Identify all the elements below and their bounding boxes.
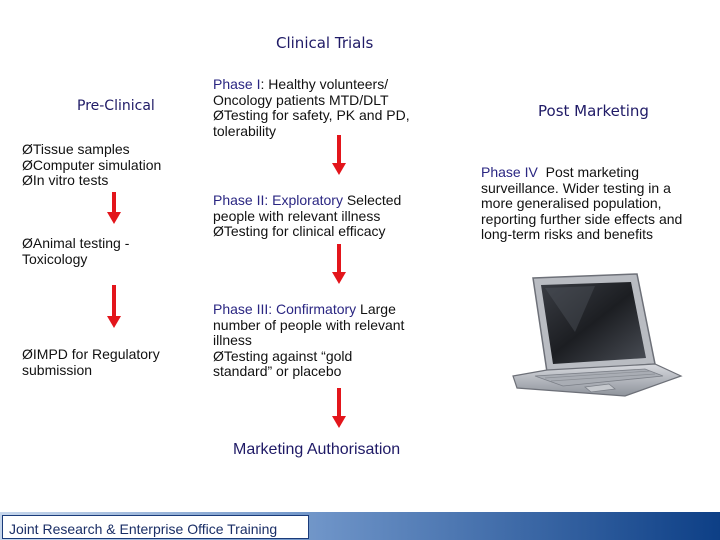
- text-line: ØTesting for clinical efficacy: [213, 224, 401, 240]
- phase-3-block: Phase III: Confirmatory Large number of …: [213, 302, 404, 380]
- text-line: ØIMPD for Regulatory: [22, 347, 160, 363]
- text-line: reporting further side effects and: [481, 212, 682, 228]
- phase-2-desc: Selected: [343, 192, 401, 208]
- text-line: more generalised population,: [481, 196, 682, 212]
- phase-2-label: Phase II: Exploratory: [213, 192, 343, 208]
- marketing-authorisation: Marketing Authorisation: [233, 441, 400, 459]
- arrow-down-icon: [332, 135, 346, 175]
- text-line: standard” or placebo: [213, 364, 404, 380]
- text-line: ØTesting against “gold: [213, 349, 404, 365]
- text-line: long-term risks and benefits: [481, 227, 682, 243]
- footer-bar: Joint Research & Enterprise Office Train…: [0, 512, 720, 540]
- phase-4-block: Phase IV Post marketing surveillance. Wi…: [481, 165, 682, 243]
- phase-4-label: Phase IV: [481, 164, 538, 180]
- pre-clinical-animal-testing: ØAnimal testing - Toxicology: [22, 236, 129, 267]
- pre-clinical-impd: ØIMPD for Regulatory submission: [22, 347, 160, 378]
- footer-text: Joint Research & Enterprise Office Train…: [9, 521, 277, 537]
- phase-4-desc: Post marketing: [538, 164, 639, 180]
- pre-clinical-heading: Pre-Clinical: [77, 98, 155, 114]
- text-line: Phase II: Exploratory Selected: [213, 193, 401, 209]
- text-line: ØIn vitro tests: [22, 173, 161, 189]
- arrow-down-icon: [107, 285, 121, 328]
- text-line: number of people with relevant: [213, 318, 404, 334]
- laptop-icon: [505, 272, 685, 402]
- arrow-down-icon: [332, 244, 346, 284]
- text-line: Phase IV Post marketing: [481, 165, 682, 181]
- text-line: Toxicology: [22, 252, 129, 268]
- phase-2-block: Phase II: Exploratory Selected people wi…: [213, 193, 401, 240]
- phase-3-label: Phase III: Confirmatory: [213, 301, 356, 317]
- footer-box: Joint Research & Enterprise Office Train…: [2, 515, 309, 539]
- post-marketing-heading: Post Marketing: [538, 102, 649, 120]
- text-line: Oncology patients MTD/DLT: [213, 93, 410, 109]
- text-line: ØAnimal testing -: [22, 236, 129, 252]
- text-line: surveillance. Wider testing in a: [481, 181, 682, 197]
- phase-1-desc: : Healthy volunteers/: [260, 76, 388, 92]
- text-line: ØTissue samples: [22, 142, 161, 158]
- text-line: illness: [213, 333, 404, 349]
- page-title: Clinical Trials: [276, 34, 373, 52]
- phase-1-label: Phase I: [213, 76, 260, 92]
- pre-clinical-tests: ØTissue samples ØComputer simulation ØIn…: [22, 142, 161, 189]
- text-line: Phase III: Confirmatory Large: [213, 302, 404, 318]
- phase-3-desc: Large: [356, 301, 396, 317]
- text-line: ØTesting for safety, PK and PD,: [213, 108, 410, 124]
- arrow-down-icon: [332, 388, 346, 428]
- text-line: Phase I: Healthy volunteers/: [213, 77, 410, 93]
- text-line: tolerability: [213, 124, 410, 140]
- arrow-down-icon: [107, 192, 121, 224]
- text-line: people with relevant illness: [213, 209, 401, 225]
- phase-1-block: Phase I: Healthy volunteers/ Oncology pa…: [213, 77, 410, 139]
- text-line: submission: [22, 363, 160, 379]
- text-line: ØComputer simulation: [22, 158, 161, 174]
